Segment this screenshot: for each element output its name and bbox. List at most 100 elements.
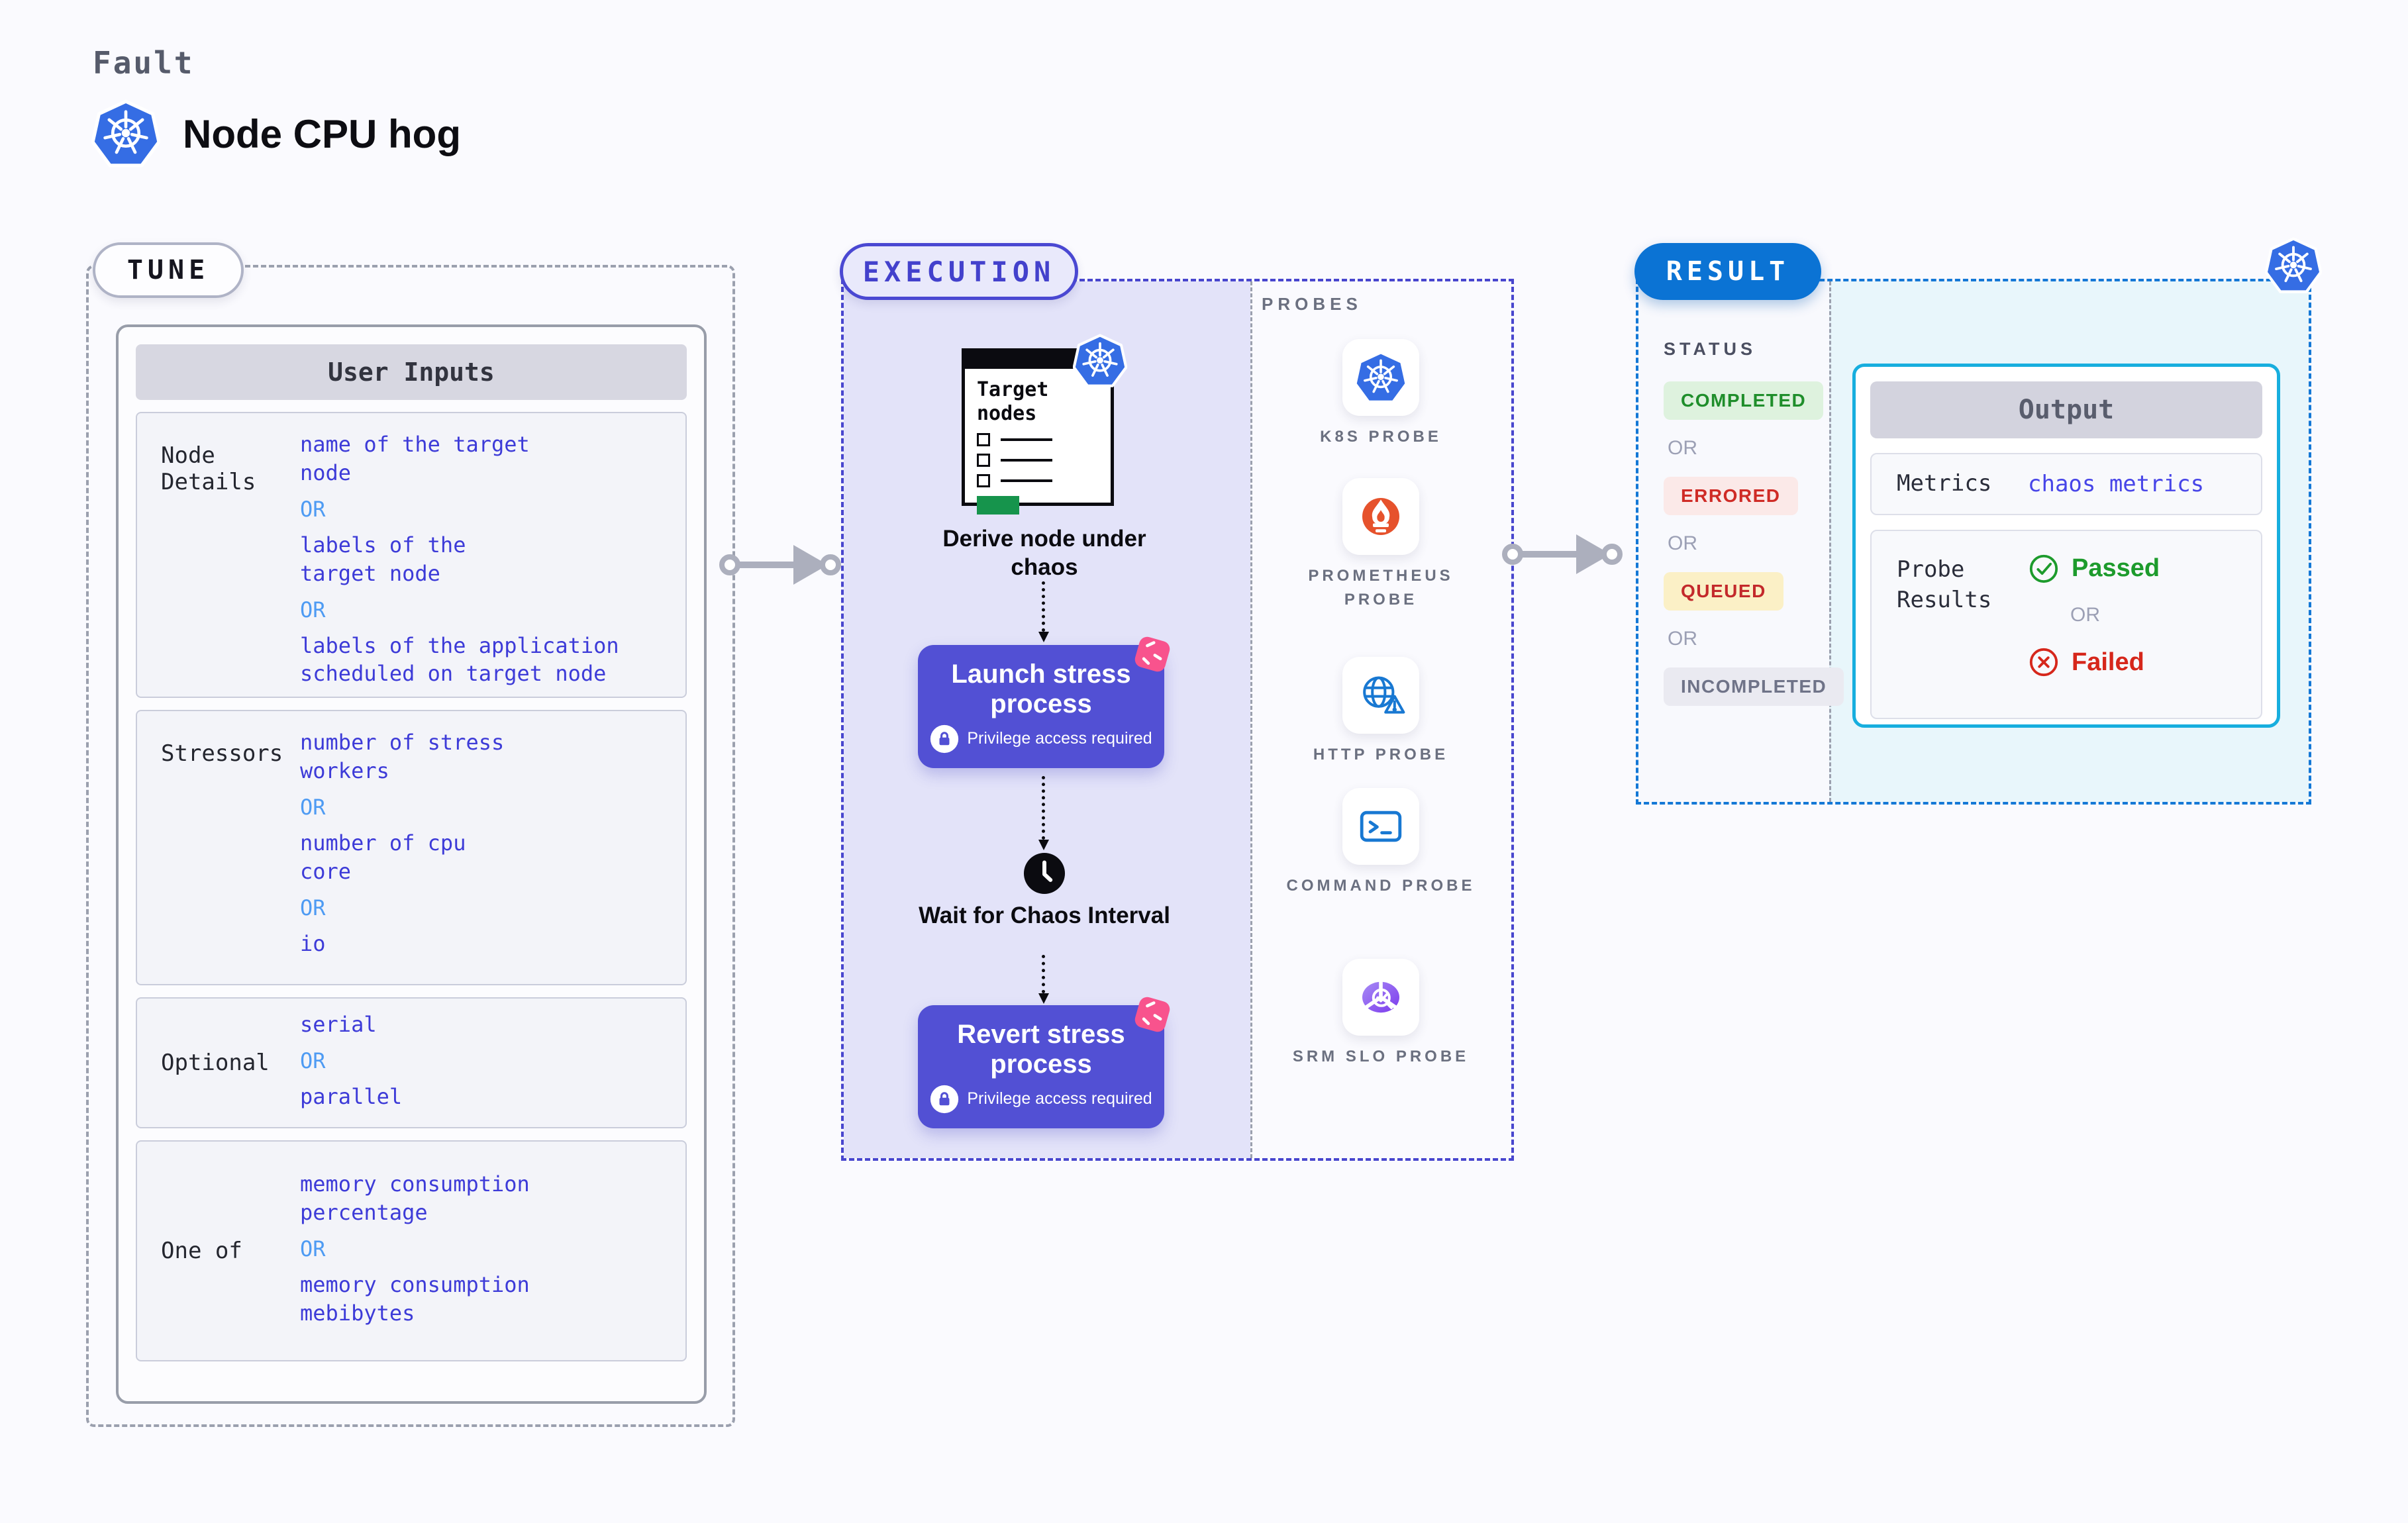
probe-card: [1342, 657, 1419, 734]
probe-label: HTTP PROBE: [1313, 746, 1449, 763]
input-option: labels of the target node: [300, 532, 466, 586]
checkbox-icon: [977, 433, 990, 446]
input-option: number of cpu core: [300, 830, 466, 884]
input-option: parallel: [300, 1084, 403, 1109]
flow-arrow-down: [1038, 581, 1049, 642]
execution-badge: EXECUTION: [840, 243, 1078, 300]
or-label: OR: [300, 1236, 326, 1261]
revert-stress-step: Revert stress process Privilege access r…: [918, 997, 1170, 1128]
status-badge: INCOMPLETED: [1664, 667, 1844, 706]
user-inputs-card: User Inputs Node Details name of the targ…: [116, 324, 707, 1404]
output-card: Output Metrics chaos metrics Probe Resul…: [1852, 364, 2280, 728]
or-label: OR: [1668, 628, 1697, 650]
probe-item: COMMAND PROBE: [1258, 788, 1503, 898]
lock-icon: [930, 1085, 959, 1114]
user-inputs-title: User Inputs: [136, 344, 687, 400]
probe-label: PROMETHEUS PROBE: [1308, 567, 1454, 609]
or-label: OR: [2070, 604, 2100, 626]
probe-label: K8S PROBE: [1320, 428, 1442, 446]
target-nodes-label: Target nodes: [977, 378, 1049, 425]
flow-arrow-down: [1038, 776, 1049, 850]
input-option: memory consumption percentage: [300, 1171, 530, 1226]
fault-eyebrow: Fault: [93, 45, 195, 81]
derive-node-label: Derive node under chaos: [942, 526, 1146, 580]
probe-card: [1342, 959, 1419, 1036]
row-label: Optional: [161, 1050, 270, 1076]
probe-card: [1342, 478, 1419, 555]
privilege-label: Privilege access required: [967, 1089, 1152, 1108]
page-title: Node CPU hog: [183, 112, 461, 156]
or-label: OR: [300, 496, 326, 522]
row-label: Stressors: [161, 740, 283, 767]
row-label: Node Details: [161, 442, 256, 495]
probe-label: COMMAND PROBE: [1286, 877, 1476, 895]
wait-chaos-label: Wait for Chaos Interval: [919, 903, 1170, 928]
probe-item: PROMETHEUS PROBE: [1258, 478, 1503, 612]
or-label: OR: [300, 895, 326, 920]
checkbox-icon: [977, 474, 990, 487]
metrics-label: Metrics: [1897, 470, 1992, 497]
status-badge: ERRORED: [1664, 477, 1798, 515]
input-option: serial: [300, 1012, 377, 1038]
probe-item: SRM SLO PROBE: [1258, 959, 1503, 1069]
output-title: Output: [1870, 381, 2262, 438]
clock-icon: [1023, 852, 1066, 895]
kubernetes-icon: [2265, 237, 2322, 294]
status-badge: COMPLETED: [1664, 381, 1824, 420]
kubernetes-icon: [1354, 351, 1407, 404]
probe-label: SRM SLO PROBE: [1292, 1048, 1470, 1065]
launch-stress-step: Launch stress process Privilege access r…: [918, 636, 1170, 768]
chaos-icon: [1127, 629, 1178, 679]
probes-title: PROBES: [1262, 294, 1362, 314]
http-icon: [1354, 669, 1407, 722]
checkbox-icon: [977, 454, 990, 467]
status-title: STATUS: [1664, 339, 1756, 359]
probe-results-label: Probe Results: [1897, 556, 1992, 613]
input-option: name of the target node: [300, 432, 530, 485]
srm-icon: [1354, 971, 1407, 1024]
or-label: OR: [1668, 532, 1697, 554]
metrics-value: chaos metrics: [2028, 471, 2205, 497]
input-option: io: [300, 930, 326, 956]
or-label: OR: [300, 597, 326, 622]
status-list: COMPLETED OR ERRORED OR QUEUED OR INCOMPLETED: [1664, 381, 1844, 706]
prometheus-icon: [1354, 490, 1407, 543]
lock-icon: [930, 724, 959, 754]
cross-icon: [2028, 646, 2060, 678]
chaos-icon: [1127, 989, 1178, 1040]
input-option: memory consumption mebibytes: [300, 1272, 530, 1326]
failed-label: Failed: [2072, 648, 2144, 676]
revert-stress-label: Revert stress process: [957, 1020, 1125, 1079]
command-icon: [1354, 800, 1407, 853]
probe-card: [1342, 339, 1419, 416]
kubernetes-icon: [1073, 334, 1127, 388]
privilege-label: Privilege access required: [967, 729, 1152, 748]
input-option: labels of the application scheduled on t…: [300, 632, 619, 687]
flow-arrow-down: [1038, 955, 1049, 1004]
probes-area: [1250, 281, 1511, 1158]
probe-card: [1342, 788, 1419, 865]
or-label: OR: [1668, 437, 1697, 459]
probe-results-row: Probe Results Passed OR Failed: [1870, 530, 2262, 719]
tune-panel: [86, 265, 735, 1427]
tune-badge: TUNE: [93, 242, 244, 298]
probe-item: HTTP PROBE: [1258, 657, 1503, 767]
or-label: OR: [300, 794, 326, 820]
result-badge: RESULT: [1634, 243, 1821, 300]
input-option: number of stress workers: [300, 730, 505, 783]
metrics-row: Metrics chaos metrics: [1870, 453, 2262, 515]
status-badge: QUEUED: [1664, 572, 1783, 611]
row-label: One of: [161, 1238, 242, 1264]
check-icon: [2028, 552, 2060, 584]
or-label: OR: [300, 1048, 326, 1073]
